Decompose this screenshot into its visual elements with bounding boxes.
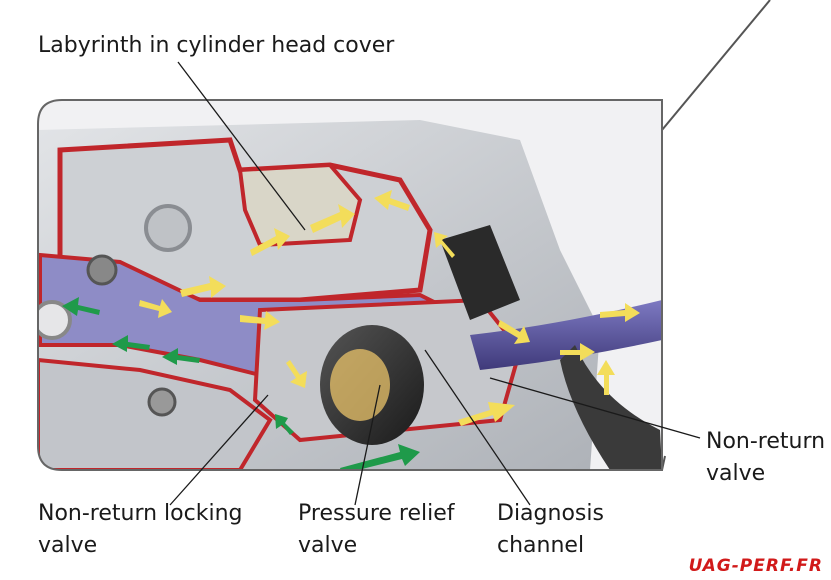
lower-housing [38, 357, 273, 470]
leader-line-non-return [489, 377, 701, 439]
leader-lines [169, 61, 701, 506]
leader-line-labyrinth [177, 61, 306, 231]
diagnosis-connector [440, 225, 520, 320]
labyrinth-chamber [237, 162, 363, 248]
label-labyrinth: Labyrinth in cylinder head cover [38, 30, 394, 62]
leader-line-diagnosis [424, 349, 531, 506]
oil-return-arrows [62, 297, 420, 470]
bolt-hole [144, 204, 192, 252]
leader-line-non-return-locking [169, 394, 269, 506]
bolt-hole [86, 254, 118, 286]
label-non-return-locking-valve: Non-return locking valve [38, 498, 243, 562]
label-line-1: Non-return [706, 429, 826, 454]
detail-frame [37, 99, 663, 471]
label-diagnosis-channel: Diagnosis channel [497, 498, 604, 562]
cutaway-illustration [38, 100, 662, 470]
label-line-2: valve [298, 533, 358, 558]
secondary-hose [560, 345, 662, 470]
breather-hose [470, 300, 662, 370]
bolt-hole [147, 387, 177, 417]
zoom-callout-line [661, 0, 771, 131]
label-line-2: valve [38, 533, 98, 558]
leader-line-pressure-relief [354, 384, 381, 506]
label-non-return-valve: Non-return valve [706, 426, 825, 490]
gas-flow-arrows [139, 190, 640, 426]
bolt-hole [38, 300, 72, 340]
label-labyrinth-text: Labyrinth in cylinder head cover [38, 33, 395, 58]
label-line-1: Non-return locking [38, 501, 243, 526]
label-line-1: Pressure relief [298, 501, 455, 526]
label-line-2: channel [497, 533, 585, 558]
label-line-2: valve [706, 461, 766, 486]
label-line-1: Diagnosis [497, 501, 604, 526]
watermark-logo: UAG-PERF.FR [688, 556, 823, 576]
label-pressure-relief-valve: Pressure relief valve [298, 498, 455, 562]
